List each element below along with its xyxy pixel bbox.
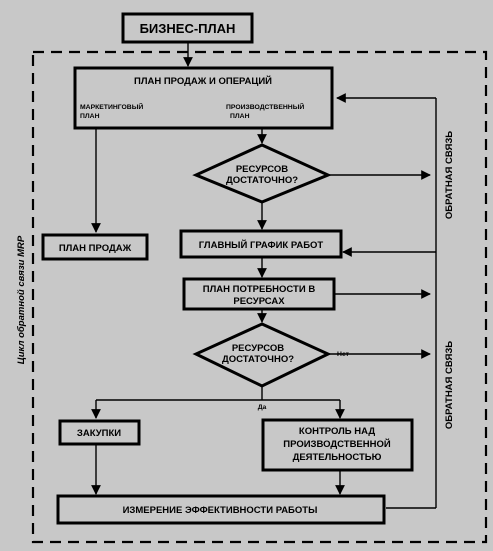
purchases-box: ЗАКУПКИ <box>58 419 141 446</box>
resource-plan-box: ПЛАН ПОТРЕБНОСТИ В РЕСУРСАХ <box>182 277 336 311</box>
mrp-cycle-label: Цикл обратной связи MRP <box>16 235 27 364</box>
sales-plan-box: ПЛАН ПРОДАЖ <box>41 233 149 261</box>
master-schedule-label: ГЛАВНЫЙ ГРАФИК РАБОТ <box>199 239 324 251</box>
business-plan-box: БИЗНЕС-ПЛАН <box>121 12 254 44</box>
mrp-cycle-frame <box>31 50 488 544</box>
decision1-line2: ДОСТАТОЧНО? <box>226 175 298 186</box>
sales-ops-plan-box: ПЛАН ПРОДАЖ И ОПЕРАЦИЙ МАРКЕТИНГОВЫЙ ПЛА… <box>73 66 334 130</box>
performance-label: ИЗМЕРЕНИЕ ЭФФЕКТИВНОСТИ РАБОТЫ <box>123 505 318 516</box>
sales-plan-label: ПЛАН ПРОДАЖ <box>59 243 132 254</box>
production-control-box: КОНТРОЛЬ НАД ПРОИЗВОДСТВЕННОЙ ДЕЯТЕЛЬНОС… <box>261 418 414 472</box>
production-plan-line1: ПРОИЗВОДСТВЕННЫЙ <box>226 102 304 111</box>
performance-box: ИЗМЕРЕНИЕ ЭФФЕКТИВНОСТИ РАБОТЫ <box>56 494 386 525</box>
label-no: Нет <box>337 351 350 358</box>
feedback-top-label: ОБРАТНАЯ СВЯЗЬ <box>444 131 455 219</box>
decision-resources-2: РЕСУРСОВ ДОСТАТОЧНО? <box>192 322 332 388</box>
production-control-line2: ПРОИЗВОДСТВЕННОЙ <box>283 438 391 450</box>
label-yes: Да <box>258 404 267 411</box>
decision-resources-1: РЕСУРСОВ ДОСТАТОЧНО? <box>192 143 332 204</box>
decision2-line2: ДОСТАТОЧНО? <box>222 354 294 365</box>
resource-plan-line1: ПЛАН ПОТРЕБНОСТИ В <box>203 284 316 295</box>
production-control-line3: ДЕЯТЕЛЬНОСТЬЮ <box>293 452 382 463</box>
connectors <box>91 42 437 509</box>
master-schedule-box: ГЛАВНЫЙ ГРАФИК РАБОТ <box>179 229 343 259</box>
decision1-line1: РЕСУРСОВ <box>236 164 288 175</box>
production-control-line1: КОНТРОЛЬ НАД <box>299 426 375 437</box>
production-plan-line2: ПЛАН <box>230 113 250 120</box>
business-plan-label: БИЗНЕС-ПЛАН <box>140 21 236 36</box>
marketing-plan-line1: МАРКЕТИНГОВЫЙ <box>80 102 143 111</box>
decision2-line1: РЕСУРСОВ <box>232 343 284 354</box>
sales-ops-title: ПЛАН ПРОДАЖ И ОПЕРАЦИЙ <box>134 75 272 87</box>
feedback-bottom-label: ОБРАТНАЯ СВЯЗЬ <box>444 341 455 429</box>
marketing-plan-line2: ПЛАН <box>80 113 100 120</box>
purchases-label: ЗАКУПКИ <box>77 428 121 439</box>
resource-plan-line2: РЕСУРСАХ <box>233 296 285 307</box>
